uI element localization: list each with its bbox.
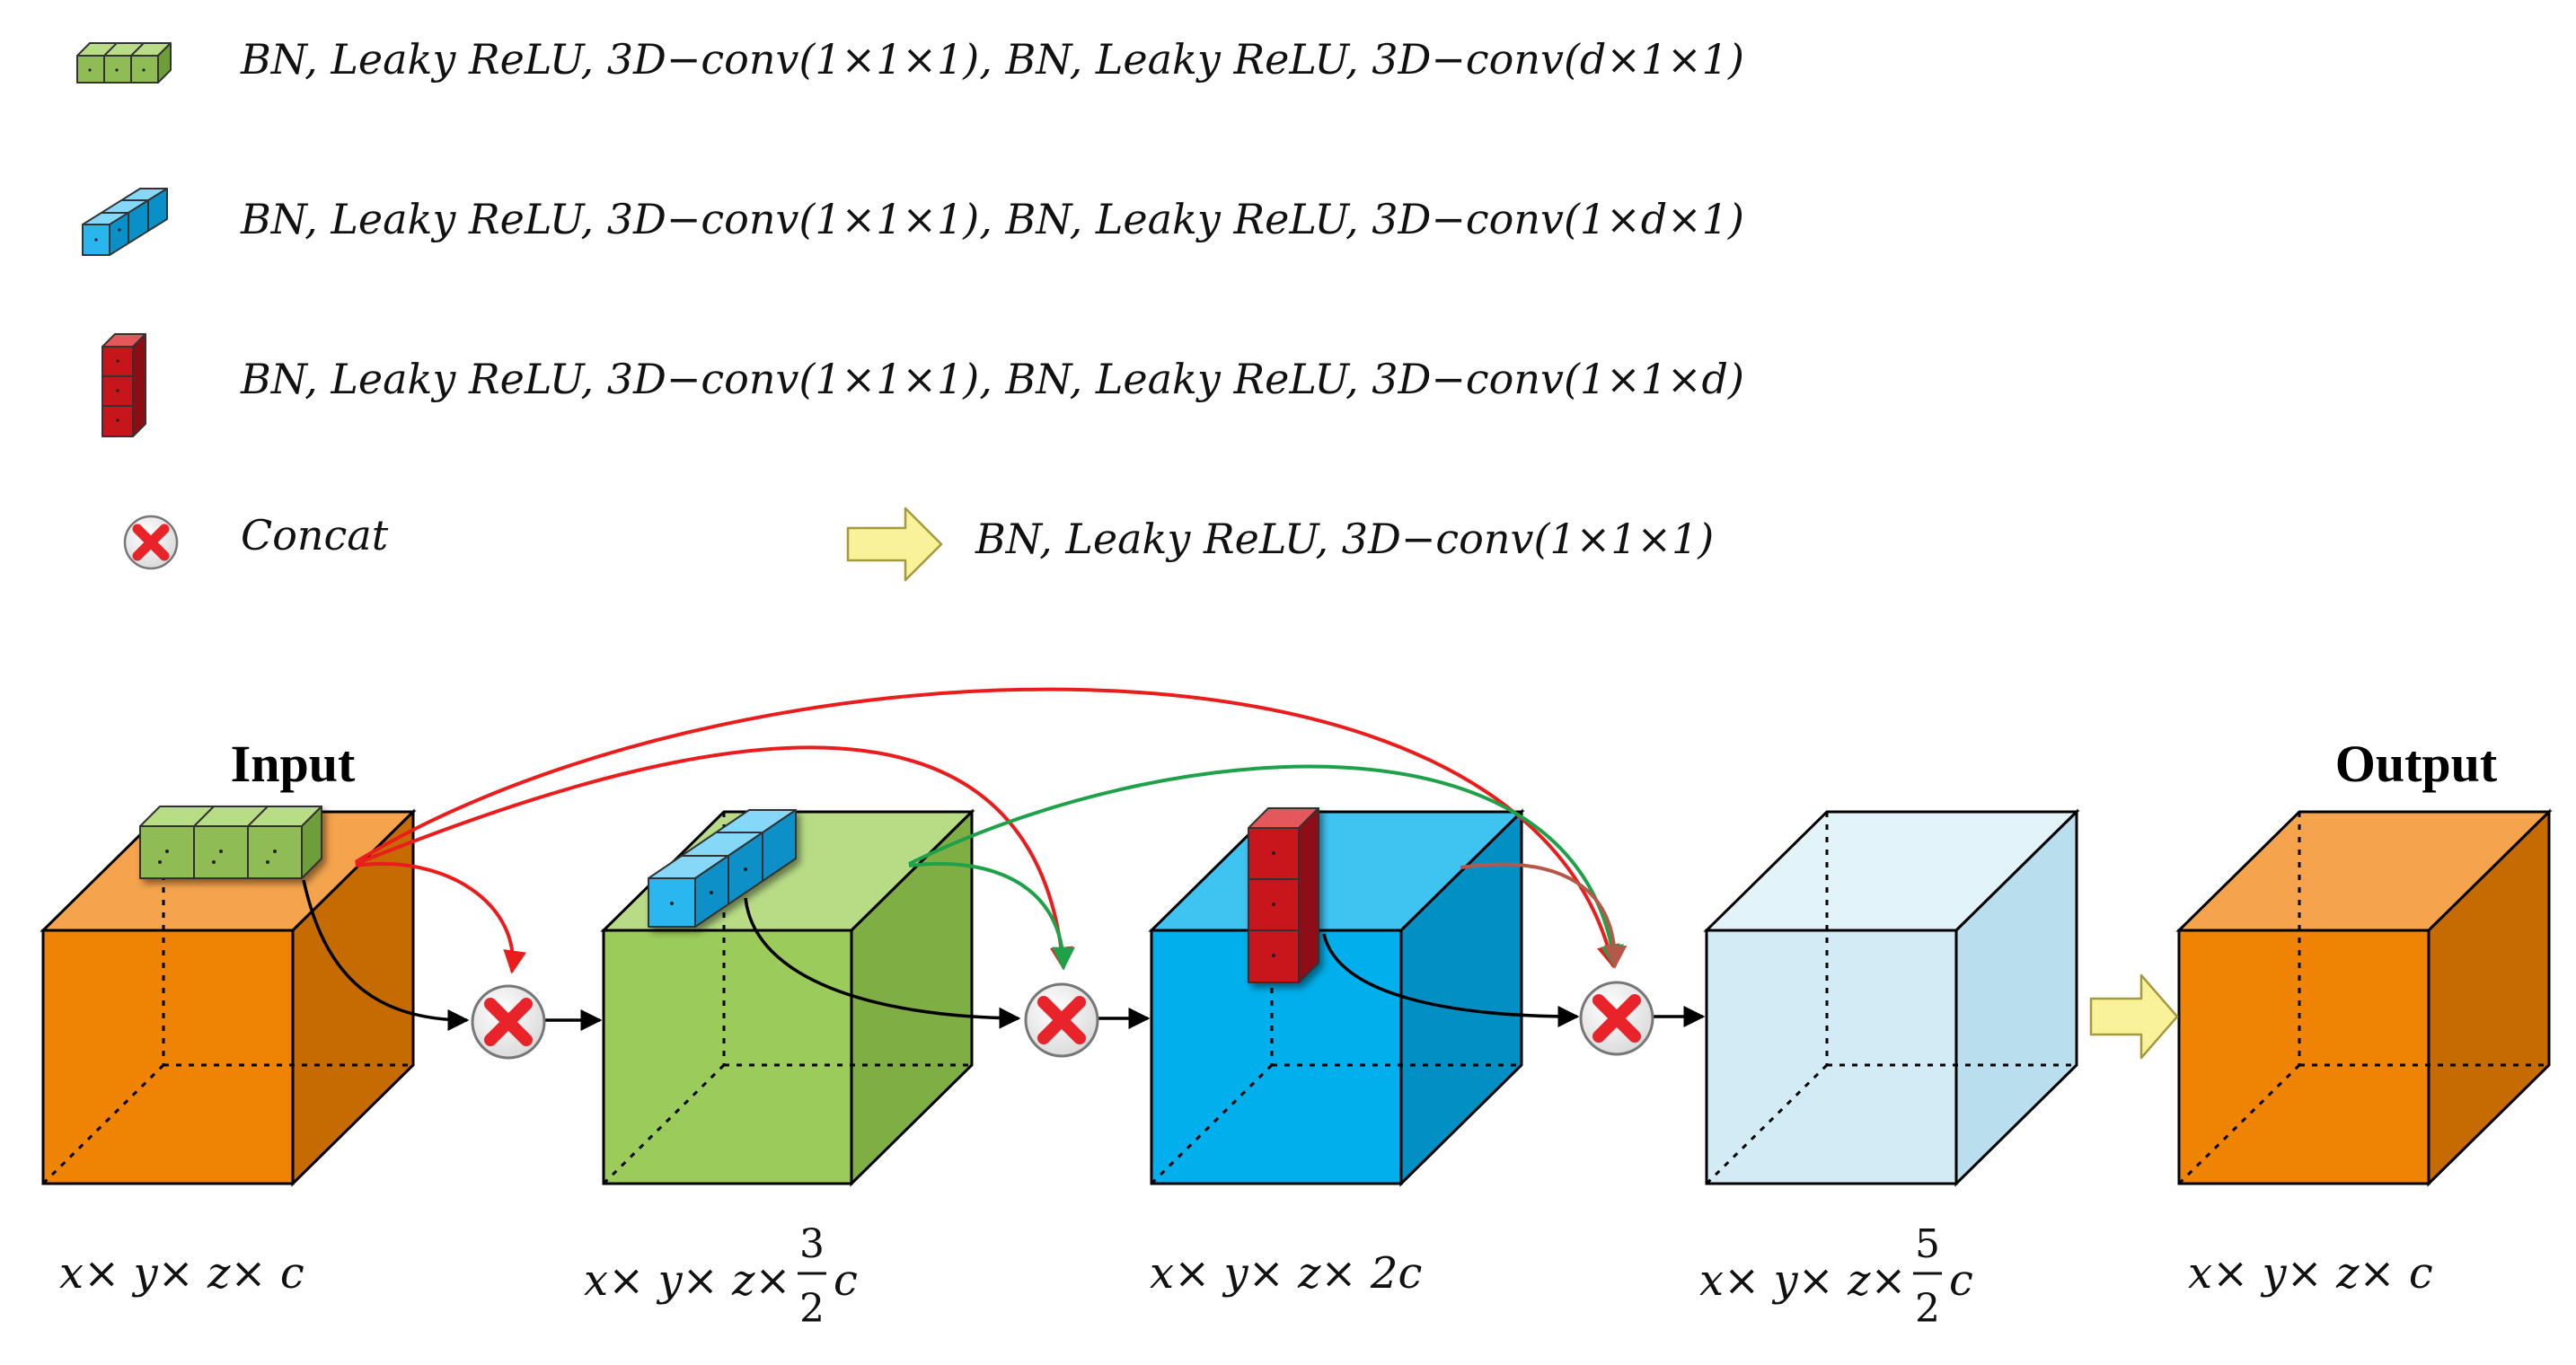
black-flow-3	[1322, 933, 1580, 1027]
green-skip-1	[908, 861, 1075, 971]
blue-kernel-icon	[82, 188, 168, 256]
black-flow-2	[744, 897, 1021, 1029]
green-skip-2	[908, 764, 1624, 969]
input-green-kernel	[139, 806, 322, 879]
blue-cube	[1148, 808, 1525, 1187]
conv-arrow-icon	[846, 506, 943, 582]
blue-cube-red-kernel	[1248, 807, 1319, 983]
concat-node-3	[1579, 981, 1654, 1056]
output-title: Output	[2335, 735, 2498, 793]
concat-icon	[123, 515, 179, 570]
black-flow-1	[302, 879, 470, 1031]
cube1-dims: x× y× z× c	[59, 1248, 304, 1299]
legend-red-text: BN, Leaky ReLU, 3D−conv(1×1×1), BN, Leak…	[240, 355, 1744, 403]
legend-arrow-text: BN, Leaky ReLU, 3D−conv(1×1×1)	[975, 515, 1714, 563]
legend-concat-text: Concat	[241, 511, 389, 559]
cube2-dims-prefix: x× y× z×	[584, 1255, 791, 1306]
concat-node-1	[471, 984, 546, 1060]
output-cube	[2175, 808, 2553, 1187]
legend-green-text: BN, Leaky ReLU, 3D−conv(1×1×1), BN, Leak…	[240, 35, 1744, 84]
red-skip-1	[355, 862, 527, 974]
cube4-frac-num: 5	[1915, 1221, 1940, 1267]
cube2-dims: x× y× z× 3 2 c	[584, 1221, 858, 1332]
red-skip-2	[355, 745, 1073, 971]
light-blue-cube	[1703, 808, 2080, 1187]
cube4-dims: x× y× z× 5 2 c	[1699, 1221, 1973, 1332]
legend-blue-text: BN, Leaky ReLU, 3D−conv(1×1×1), BN, Leak…	[240, 195, 1744, 243]
red-kernel-icon	[101, 333, 146, 437]
green-cube	[600, 808, 975, 1187]
cube4-dims-suffix: c	[1949, 1255, 1973, 1306]
cube5-dims: x× y× z× c	[2188, 1248, 2433, 1299]
concat-node-2	[1024, 982, 1099, 1058]
cube3-dims: x× y× z× 2c	[1150, 1248, 1422, 1299]
cube4-dims-prefix: x× y× z×	[1699, 1255, 1907, 1306]
green-cube-blue-kernel	[648, 809, 797, 928]
input-title: Input	[231, 735, 356, 793]
brown-skip-1	[1460, 862, 1628, 969]
red-skip-3	[354, 687, 1620, 969]
cube2-frac-den: 2	[799, 1286, 825, 1332]
cube2-frac-num: 3	[799, 1221, 825, 1267]
green-kernel-icon	[76, 42, 172, 84]
cube2-dims-suffix: c	[834, 1255, 858, 1306]
cube4-frac-den: 2	[1915, 1286, 1940, 1332]
conv-arrow-output	[2089, 973, 2179, 1060]
